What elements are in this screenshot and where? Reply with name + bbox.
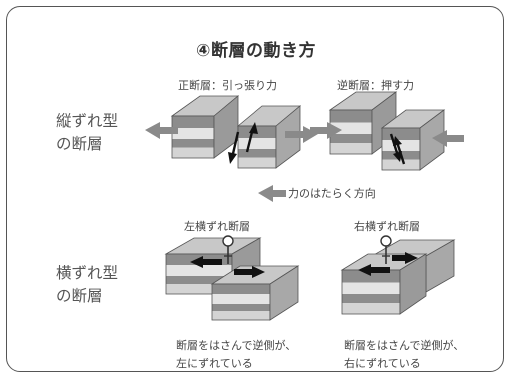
- row-label-vertical-line2: の断層: [56, 135, 103, 153]
- right-lateral-observer-icon: [380, 235, 392, 264]
- row-label-horizontal-line1: 横ずれ型: [56, 264, 119, 282]
- reverse-fault-push-arrow-right: [432, 130, 464, 147]
- left-lateral-front-block: [210, 265, 300, 321]
- left-lateral-motion-arrow-right: [234, 266, 265, 278]
- right-lateral-fault-diagram: [340, 235, 456, 315]
- row-label-horizontal: 横ずれ型 の断層: [56, 262, 118, 308]
- left-lateral-caption-2: 左にずれている: [176, 357, 253, 370]
- reverse-fault-right-block: [380, 109, 446, 171]
- reverse-fault-label: 逆断層：押す力: [337, 79, 414, 92]
- outer-frame: [6, 6, 504, 372]
- normal-fault-diagram: [145, 95, 318, 169]
- reverse-fault-slip-arrows: [389, 133, 406, 165]
- right-lateral-motion-arrow-right: [392, 252, 418, 264]
- row-label-vertical: 縦ずれ型 の断層: [56, 110, 118, 156]
- diagram-title: ④断層の動き方: [196, 41, 316, 61]
- normal-fault-left-block: [170, 95, 240, 159]
- left-lateral-caption-1: 断層をはさんで逆側が、: [176, 339, 297, 352]
- left-lateral-fault-diagram: [164, 235, 300, 321]
- left-lateral-observer-icon: [222, 235, 234, 264]
- reverse-fault-diagram: [310, 91, 464, 171]
- right-lateral-label: 右横ずれ断層: [354, 220, 420, 233]
- right-lateral-caption-1: 断層をはさんで逆側が、: [344, 339, 465, 352]
- reverse-fault-push-arrow-left: [310, 122, 342, 139]
- force-direction-label: 力のはたらく方向: [288, 187, 376, 200]
- normal-fault-pull-arrow-right: [285, 126, 318, 143]
- right-lateral-motion-arrow-left: [358, 264, 390, 276]
- normal-fault-slip-arrows: [228, 122, 258, 164]
- row-label-horizontal-line2: の断層: [56, 287, 103, 305]
- normal-fault-label: 正断層：引っ張り力: [178, 79, 277, 92]
- right-lateral-front-block: [340, 253, 428, 315]
- right-lateral-caption-2: 右にずれている: [344, 357, 421, 370]
- left-lateral-label: 左横ずれ断層: [184, 220, 250, 233]
- normal-fault-pull-arrow-left: [145, 122, 178, 139]
- left-lateral-motion-arrow-left: [190, 256, 222, 268]
- row-label-vertical-line1: 縦ずれ型: [56, 112, 119, 130]
- force-direction-arrow: [258, 185, 286, 202]
